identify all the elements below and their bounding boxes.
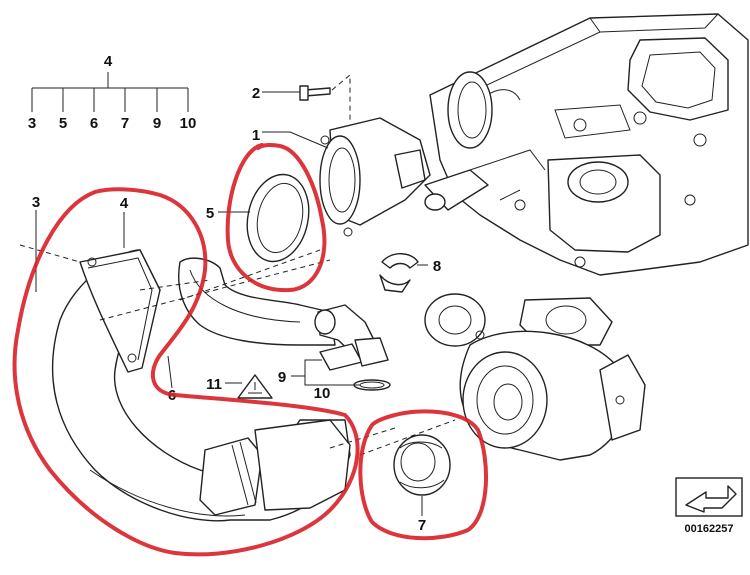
tree-root-label: 4 bbox=[104, 53, 113, 70]
callout-label: 3 bbox=[32, 194, 40, 211]
tree-child-label: 6 bbox=[90, 115, 98, 132]
warning-label-drawing bbox=[237, 374, 273, 399]
guide-lines bbox=[19, 73, 456, 516]
bolt-drawing bbox=[299, 85, 331, 101]
callout-label: 11 bbox=[206, 376, 222, 393]
diagram-code: 00162257 bbox=[685, 523, 734, 535]
cylinder-head-drawing bbox=[424, 13, 749, 276]
tree-child-label: 9 bbox=[153, 115, 161, 132]
tree-child-label: 10 bbox=[180, 115, 197, 132]
intake-hose-drawing bbox=[51, 249, 379, 522]
tree-child-label: 7 bbox=[121, 115, 129, 132]
reference-box: 00162257 bbox=[675, 477, 743, 535]
outlet-seal-drawing bbox=[393, 434, 451, 496]
callout-label: 10 bbox=[314, 385, 331, 402]
parts-tree: 4 3 5 6 7 9 10 bbox=[28, 53, 197, 132]
seal-ring-drawing bbox=[246, 173, 310, 263]
tree-child-label: 5 bbox=[59, 115, 67, 132]
callout-label: 2 bbox=[252, 85, 260, 102]
highlight-seal-5 bbox=[225, 142, 327, 293]
callout-label: 4 bbox=[120, 195, 129, 212]
callout-label: 7 bbox=[418, 517, 426, 534]
callout-label: 1 bbox=[252, 127, 260, 144]
callout-label: 8 bbox=[433, 258, 441, 275]
highlight-marks bbox=[12, 142, 488, 557]
tree-child-label: 3 bbox=[28, 115, 36, 132]
highlight-hose-4 bbox=[12, 187, 360, 557]
highlight-seal-7 bbox=[358, 409, 488, 541]
callout-label: 5 bbox=[206, 205, 214, 222]
callout-label: 9 bbox=[278, 369, 286, 386]
clip-drawing bbox=[379, 253, 419, 293]
throttle-body-drawing bbox=[319, 117, 431, 237]
turbocharger-drawing bbox=[424, 293, 646, 461]
